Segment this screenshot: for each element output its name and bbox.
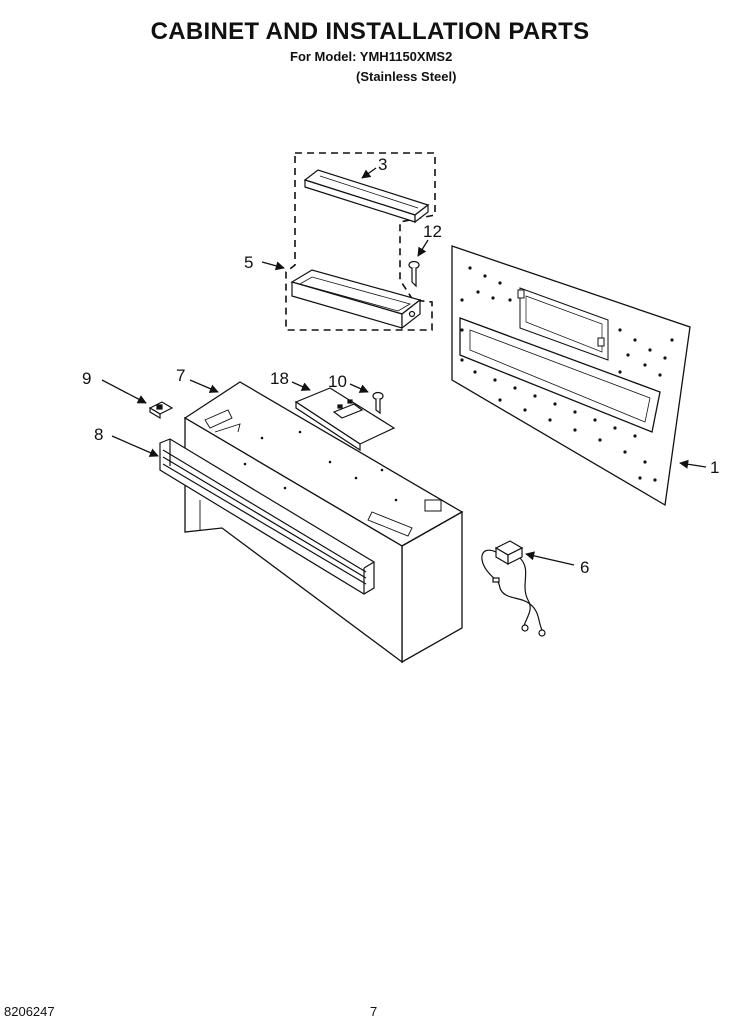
- callout-arrows: [101, 167, 707, 566]
- callout-8: 8: [94, 425, 103, 444]
- page-title: CABINET AND INSTALLATION PARTS: [150, 18, 590, 45]
- part-9-clip: [148, 401, 174, 420]
- document-number: 8206247: [4, 1004, 55, 1019]
- part-1-mounting-plate: [451, 245, 691, 507]
- kit-boundary: [285, 152, 436, 331]
- callout-9: 9: [82, 369, 91, 388]
- part-3-rail: [303, 169, 430, 224]
- finish-label: (Stainless Steel): [356, 69, 457, 84]
- part-8-vent-grille: [159, 438, 375, 595]
- part-5-bracket: [290, 269, 422, 330]
- model-number: For Model: YMH1150XMS2: [290, 49, 453, 64]
- page-number: 7: [370, 1004, 378, 1019]
- callout-7: 7: [176, 366, 185, 385]
- callout-6: 6: [580, 558, 589, 577]
- part-18-top-plate: [294, 387, 396, 452]
- callout-10: 10: [328, 372, 347, 391]
- callout-12: 12: [423, 222, 442, 241]
- callout-5: 5: [244, 253, 253, 272]
- part-6-thermal-cutoff: [481, 540, 546, 637]
- part-12-screw: [408, 260, 420, 288]
- callout-3: 3: [378, 155, 387, 174]
- callout-18: 18: [270, 369, 289, 388]
- part-10-screw: [372, 391, 384, 415]
- callout-1: 1: [710, 458, 719, 477]
